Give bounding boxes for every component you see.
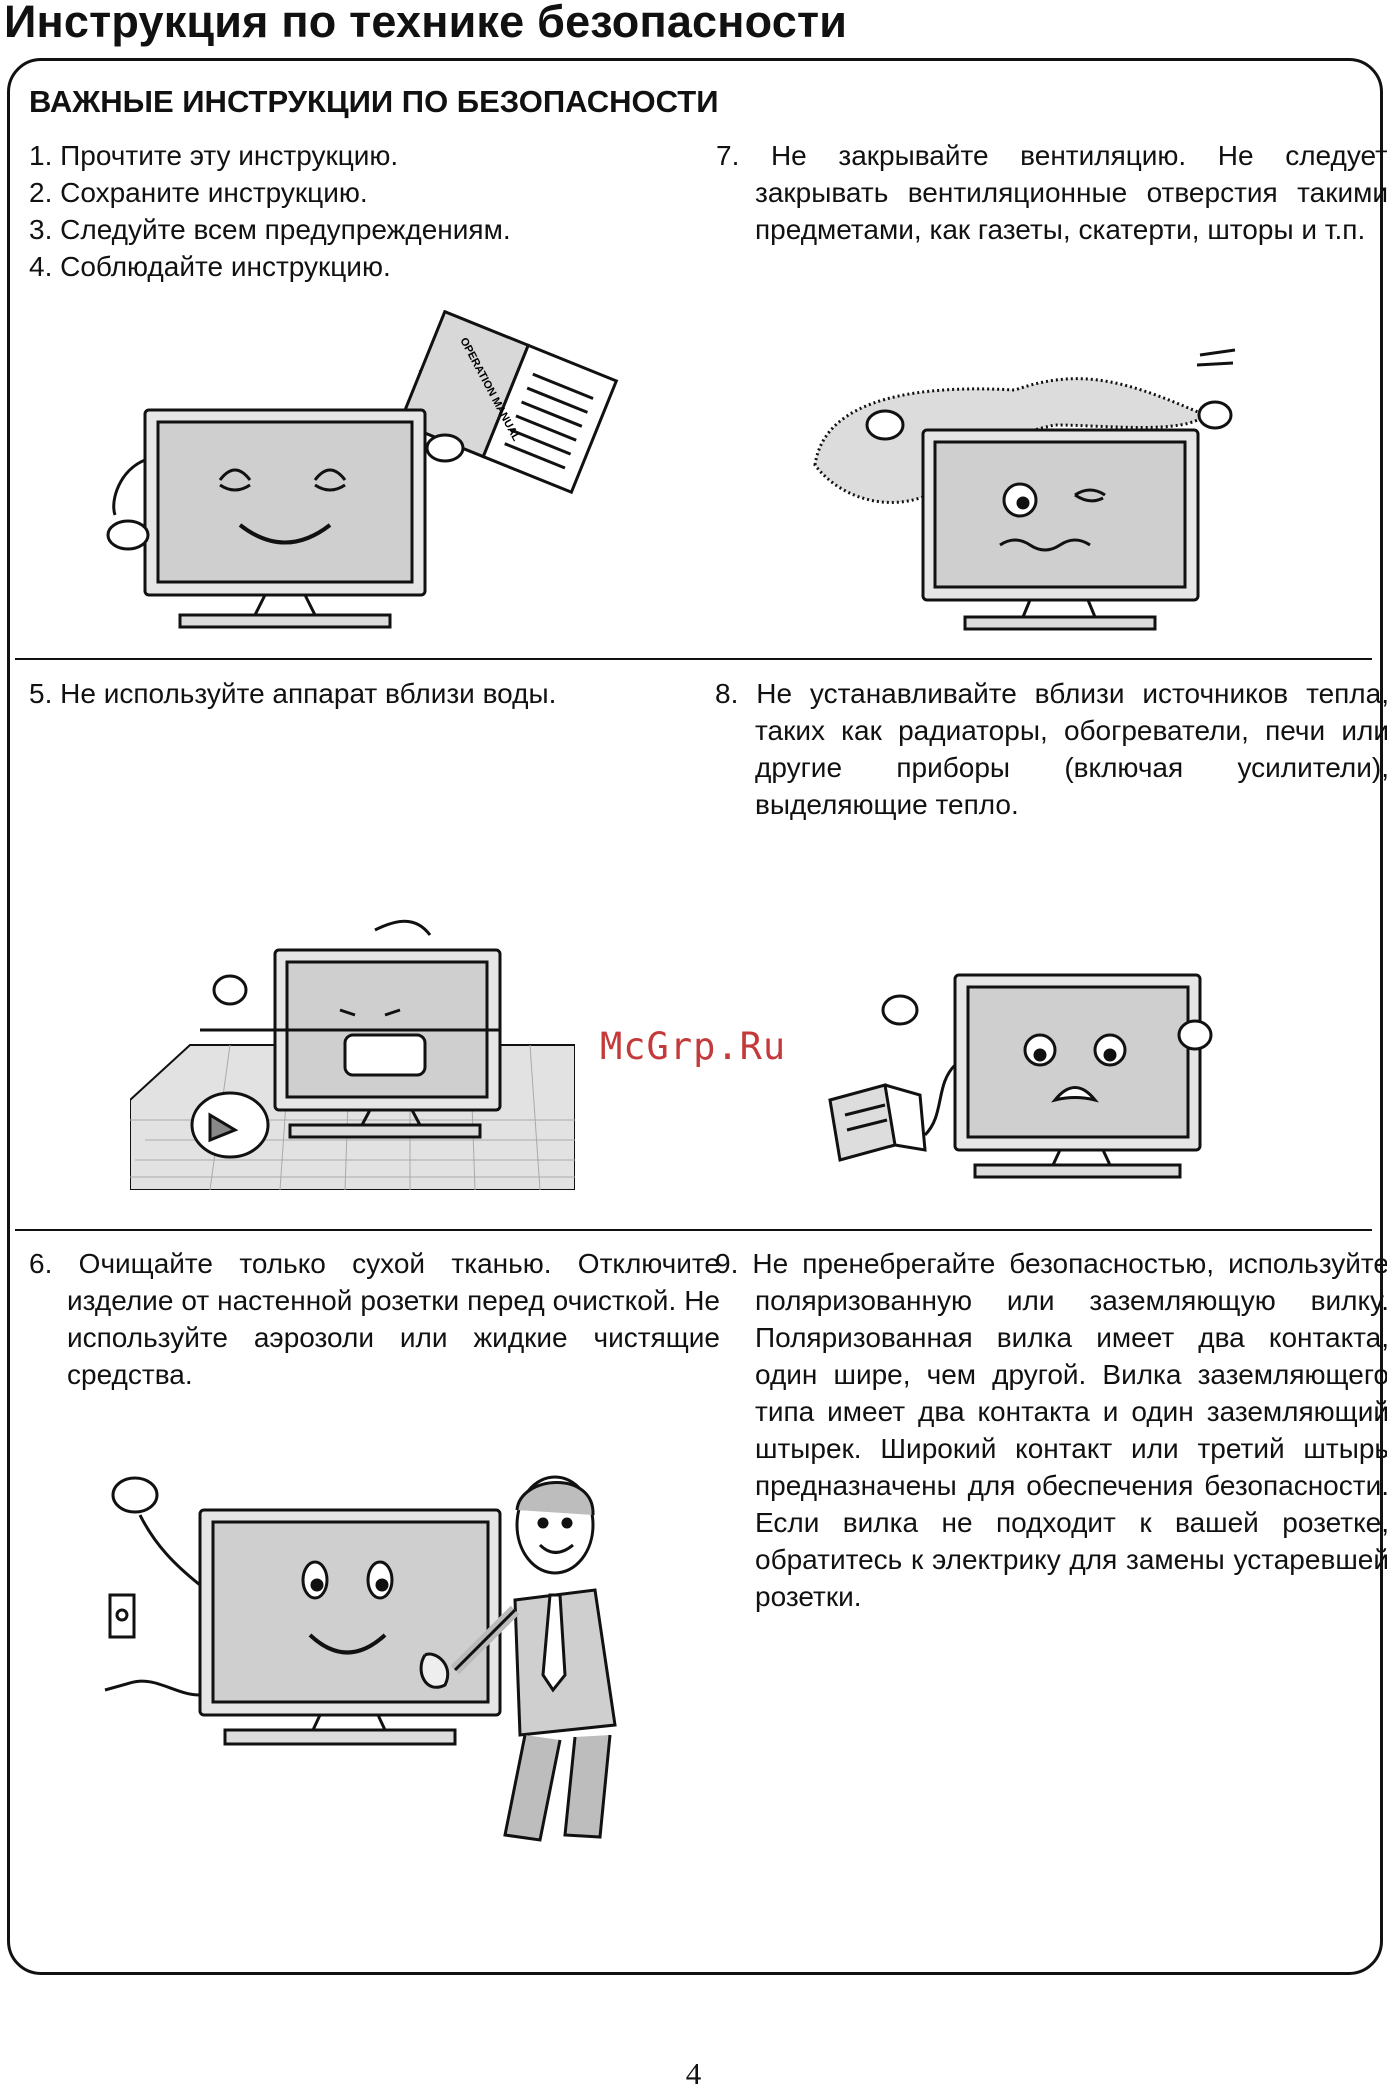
item-7: 7. Не закрывайте вентиляцию. Не следует … <box>716 140 1387 245</box>
watermark: McGrp.Ru <box>600 1025 787 1068</box>
page-title: Инструкция по технике безопасности <box>4 0 848 47</box>
tv-near-heater-illustration <box>828 973 1213 1179</box>
item-5: 5. Не используйте аппарат вблизи воды. <box>29 678 557 709</box>
tv-near-water-illustration <box>130 919 575 1190</box>
row-divider-2 <box>15 1229 1372 1231</box>
item-6: 6. Очищайте только сухой тканью. Отключи… <box>29 1248 720 1390</box>
item-3: 3. Следуйте всем предупреждениям. <box>29 214 511 245</box>
section-title: ВАЖНЫЕ ИНСТРУКЦИИ ПО БЕЗОПАСНОСТИ <box>29 84 719 119</box>
content-frame <box>7 58 1383 1975</box>
tv-cleaning-illustration <box>104 1475 617 1842</box>
item-4: 4. Соблюдайте инструкцию. <box>29 251 391 282</box>
item-8: 8. Не устанавливайте вблизи источников т… <box>715 678 1387 820</box>
item-9: 9. Не пренебрегайте безопасностью, испол… <box>715 1248 1387 1612</box>
tv-reading-manual-illustration: OPERATION MANUAL <box>106 310 619 629</box>
page-number: 4 <box>685 2056 702 2091</box>
item-1: 1. Прочтите эту инструкцию. <box>29 140 399 171</box>
tv-covered-vents-illustration <box>813 348 1236 631</box>
item-2: 2. Сохраните инструкцию. <box>29 177 368 208</box>
row-divider-1 <box>15 658 1372 660</box>
